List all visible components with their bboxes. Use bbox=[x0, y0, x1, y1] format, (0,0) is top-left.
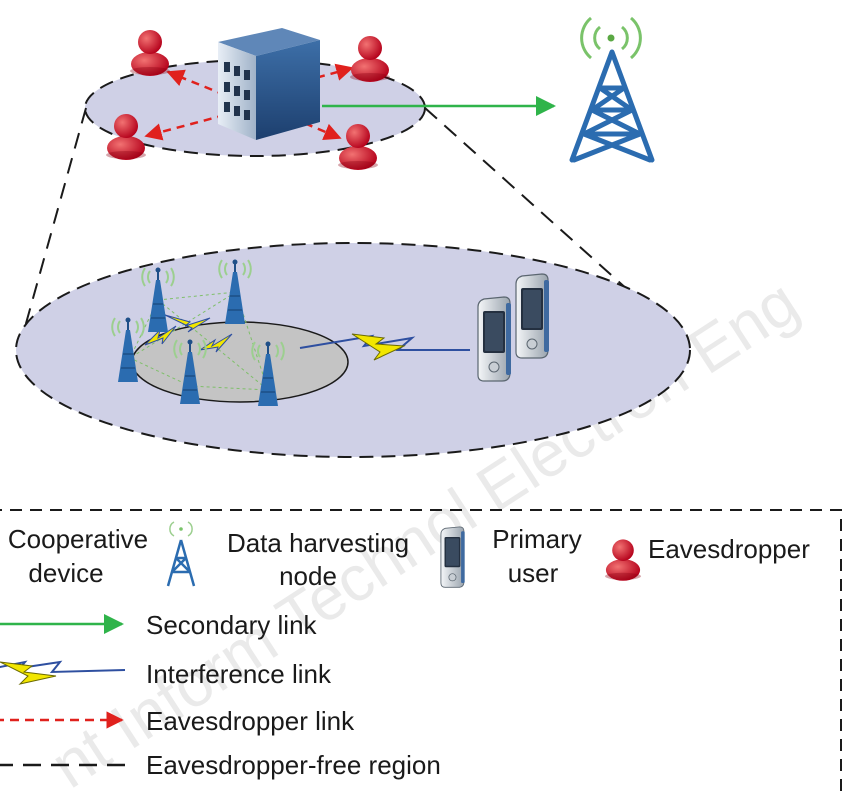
legend-eavesdropper-link: Eavesdropper link bbox=[146, 706, 355, 736]
eavesdropper-links bbox=[144, 63, 354, 141]
building-icon bbox=[218, 28, 320, 140]
legend-eavesdropper: Eavesdropper bbox=[648, 534, 810, 564]
data-harvesting-tower-icon bbox=[569, 16, 655, 163]
legend-eavesdropper-free-region: Eavesdropper-free region bbox=[146, 750, 441, 780]
legend-interference-link: Interference link bbox=[146, 659, 332, 689]
legend-interference-bolt bbox=[0, 660, 126, 685]
legend-secondary-link: Secondary link bbox=[146, 610, 318, 640]
legend-primary-user-line1: Primary bbox=[492, 524, 582, 554]
legend: Cooperative device Data harvesting node … bbox=[0, 509, 842, 798]
legend-data-harvesting-line2: node bbox=[279, 561, 337, 591]
zoomed-region bbox=[15, 242, 691, 458]
legend-primary-user-line2: user bbox=[508, 558, 559, 588]
legend-cooperative-device-line1: Cooperative bbox=[8, 524, 148, 554]
legend-data-harvesting-line1: Data harvesting bbox=[227, 528, 409, 558]
primary-user-phone-icon bbox=[477, 296, 512, 382]
legend-eavesdropper-icon bbox=[605, 539, 641, 581]
legend-phone-icon bbox=[440, 526, 466, 588]
zoom-lines bbox=[19, 107, 629, 346]
legend-tower-icon bbox=[166, 521, 196, 587]
primary-user-phone-icon bbox=[515, 273, 550, 359]
cooperative-links bbox=[129, 291, 269, 391]
legend-cooperative-device-line2: device bbox=[28, 558, 103, 588]
interference-link-bolt bbox=[299, 333, 470, 361]
eavesdropper-icon bbox=[130, 30, 170, 76]
eavesdropper-icon bbox=[350, 36, 390, 82]
